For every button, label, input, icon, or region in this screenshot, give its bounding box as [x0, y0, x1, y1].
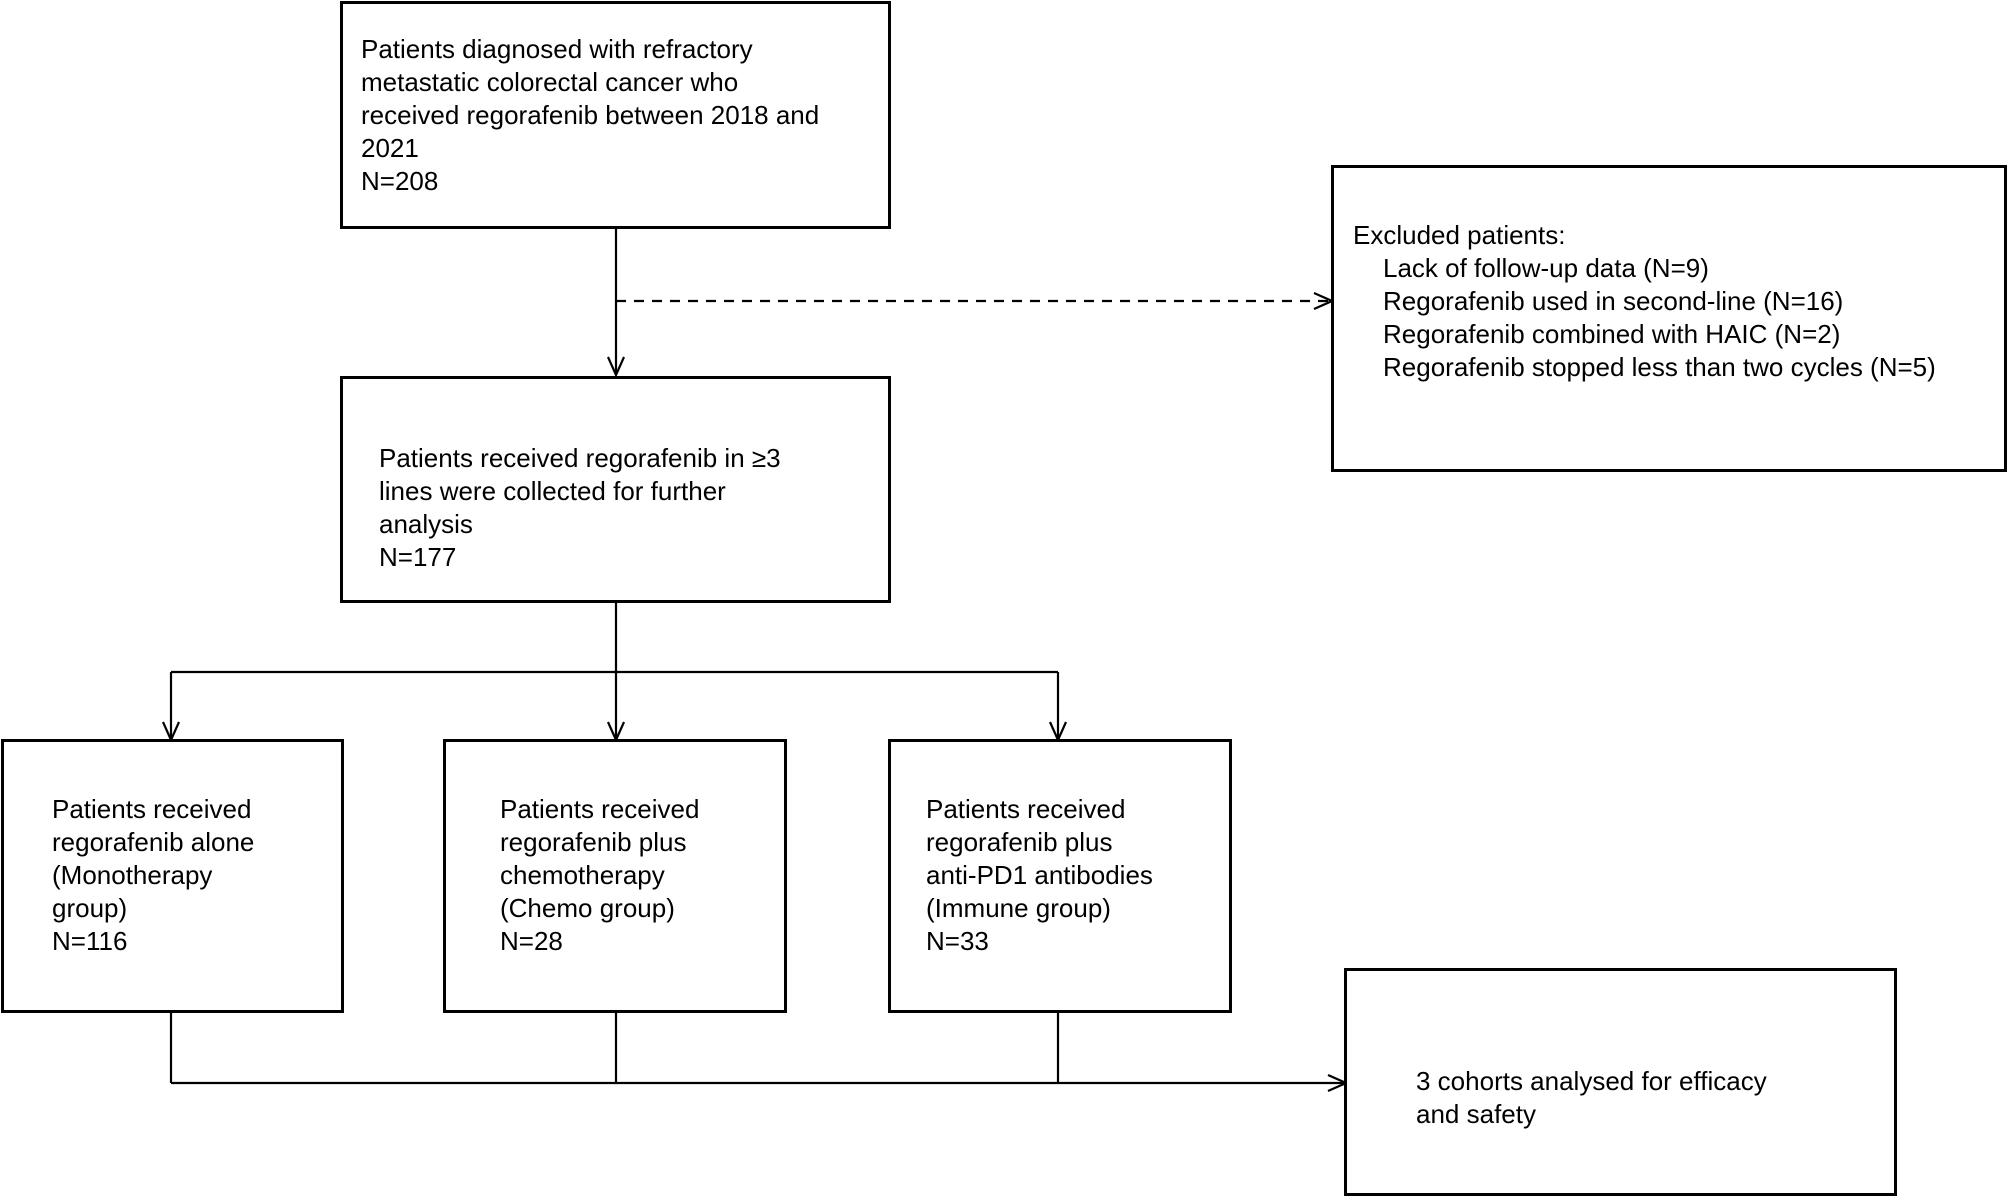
chemo-count: N=28 — [500, 926, 563, 956]
box-chemo-group: Patients received regorafenib plus chemo… — [443, 739, 787, 1013]
immune-line: (Immune group) — [926, 893, 1111, 923]
box-initial-patients: Patients diagnosed with refractory metas… — [340, 1, 891, 229]
immune-line: Patients received — [926, 794, 1126, 824]
box-final-cohorts: 3 cohorts analysed for efficacy and safe… — [1344, 968, 1897, 1196]
analysis-line: Patients received regorafenib in ≥3 — [379, 443, 781, 473]
chemo-line: chemotherapy — [500, 860, 665, 890]
box-excluded-patients: Excluded patients: Lack of follow-up dat… — [1331, 165, 2007, 472]
monotherapy-count: N=116 — [52, 926, 128, 956]
excluded-heading: Excluded patients: — [1353, 220, 1566, 250]
box-monotherapy-group: Patients received regorafenib alone (Mon… — [1, 739, 344, 1013]
monotherapy-line: (Monotherapy — [52, 860, 213, 890]
chemo-line: Patients received — [500, 794, 700, 824]
chemo-line: regorafenib plus — [500, 827, 687, 857]
monotherapy-line: Patients received — [52, 794, 252, 824]
immune-line: anti-PD1 antibodies — [926, 860, 1153, 890]
analysis-line: analysis — [379, 509, 473, 539]
monotherapy-line: group) — [52, 893, 128, 923]
initial-line: 2021 — [361, 133, 419, 163]
initial-count: N=208 — [361, 166, 439, 196]
excluded-item: Lack of follow-up data (N=9) — [1383, 253, 1709, 283]
chemo-line: (Chemo group) — [500, 893, 675, 923]
initial-line: Patients diagnosed with refractory — [361, 34, 753, 64]
initial-line: metastatic colorectal cancer who — [361, 67, 739, 97]
analysis-count: N=177 — [379, 542, 457, 572]
monotherapy-line: regorafenib alone — [52, 827, 255, 857]
analysis-line: lines were collected for further — [379, 476, 726, 506]
immune-line: regorafenib plus — [926, 827, 1113, 857]
excluded-item: Regorafenib stopped less than two cycles… — [1383, 352, 1936, 382]
excluded-item: Regorafenib used in second-line (N=16) — [1383, 286, 1844, 316]
excluded-item: Regorafenib combined with HAIC (N=2) — [1383, 319, 1841, 349]
initial-line: received regorafenib between 2018 and — [361, 100, 820, 130]
cohorts-line: 3 cohorts analysed for efficacy — [1416, 1066, 1767, 1096]
box-analysis-cohort: Patients received regorafenib in ≥3 line… — [340, 376, 891, 603]
box-immune-group: Patients received regorafenib plus anti-… — [888, 739, 1232, 1013]
cohorts-line: and safety — [1416, 1099, 1536, 1129]
immune-count: N=33 — [926, 926, 989, 956]
